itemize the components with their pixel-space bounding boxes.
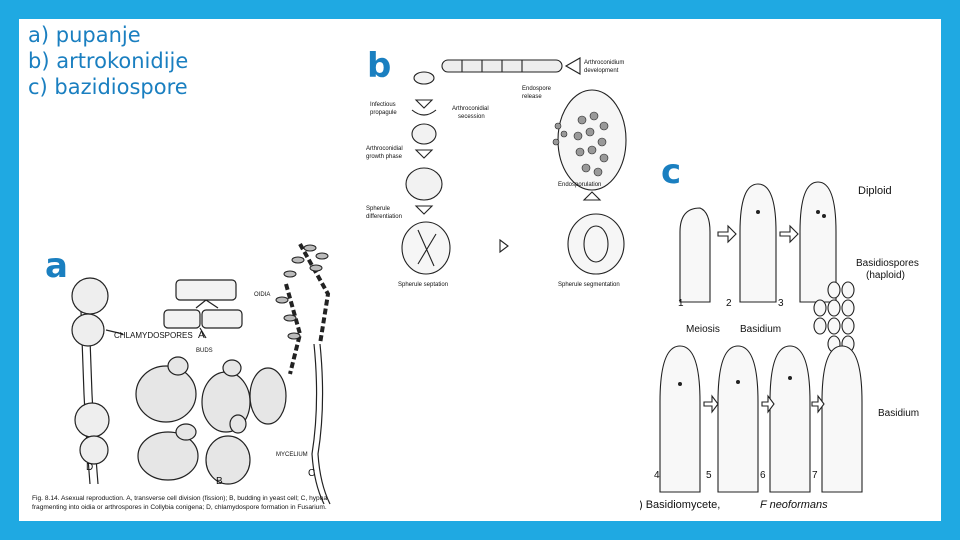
figure-a-caption-2: fragmenting into oidia or arthrospores i… (32, 504, 327, 511)
basidium-1 (680, 208, 710, 302)
arrow-development (566, 58, 580, 74)
arrow-middle (500, 240, 508, 252)
intro-list: a) pupanje b) artrokonidije c) bazidiosp… (28, 22, 188, 100)
spherule-endosporulation (558, 90, 626, 190)
intro-line-c: c) bazidiospore (28, 74, 188, 100)
label-spherule-septation: Spherule septation (398, 282, 448, 288)
figure-c-caption-prefix: (B) Basidiomycete, (640, 499, 720, 511)
basidium-7 (822, 346, 862, 492)
label-step-1: 1 (678, 298, 684, 309)
label-step-7: 7 (812, 470, 818, 481)
label-c: C (308, 468, 315, 479)
label-release: release (522, 94, 542, 100)
chlamydospore-3 (75, 403, 109, 437)
label-endosporulation: Endosporulation (558, 182, 601, 188)
chlamydospore-4 (80, 436, 108, 464)
label-infectious: Infectious (370, 102, 396, 108)
label-b: B (216, 476, 223, 487)
label-mycelium: MYCELIUM (276, 452, 308, 458)
basidium-2 (740, 184, 776, 302)
arthroconidium-1 (412, 124, 436, 144)
label-meiosis: Meiosis (686, 324, 720, 335)
label-diploid: Diploid (858, 185, 892, 197)
fission-cell-right (202, 310, 242, 328)
label-haploid: (haploid) (866, 270, 905, 281)
label-propagule: propagule (370, 110, 397, 116)
intro-line-b: b) artrokonidije (28, 48, 188, 74)
yeast-cell-5 (206, 436, 250, 484)
label-step-2: 2 (726, 298, 732, 309)
label-step-5: 5 (706, 470, 712, 481)
label-a: A (198, 330, 205, 341)
basidium-6 (770, 346, 810, 492)
label-spherule-segmentation: Spherule segmentation (558, 282, 620, 288)
label-basidium-top: Basidium (740, 324, 781, 335)
chlamydospore-1 (72, 278, 108, 314)
fission-cell-top (176, 280, 236, 300)
label-step-4: 4 (654, 470, 660, 481)
figure-c-basidiospores: Diploid Basidiospores (haploid) Meiosis … (640, 172, 940, 518)
label-arthroconidial-growth: Arthroconidial (366, 146, 403, 152)
label-basidiospores: Basidiospores (856, 258, 919, 269)
basidium-5 (718, 346, 758, 492)
label-arthroconidial-secession: Arthroconidial (452, 106, 489, 112)
label-step-3: 3 (778, 298, 784, 309)
intro-line-a: a) pupanje (28, 22, 188, 48)
label-buds: BUDS (196, 348, 213, 354)
yeast-cell-3 (250, 368, 286, 424)
label-step-6: 6 (760, 470, 766, 481)
label-secession: secession (458, 114, 485, 120)
label-growth-phase: growth phase (366, 154, 403, 160)
fission-cell-left (164, 310, 200, 328)
label-oidia: OIDIA (254, 292, 270, 298)
label-endospore: Endospore (522, 86, 552, 92)
arthroconidium-2 (406, 168, 442, 200)
label-spherule: Spherule (366, 206, 391, 212)
chlamydospore-2 (72, 314, 104, 346)
spherule-segmentation (568, 214, 624, 274)
yeast-cell-1 (136, 366, 196, 422)
label-arthroconidium: Arthroconidium (584, 60, 624, 66)
label-basidium-right: Basidium (878, 408, 919, 419)
label-d: D (86, 462, 93, 473)
label-differentiation: differentiation (366, 214, 402, 220)
figure-c-caption-species: F neoformans (760, 499, 828, 511)
label-development: development (584, 68, 619, 74)
figure-b-arthroconidia-cycle: Arthroconidium development Infectious pr… (352, 50, 642, 290)
label-chlamydospores: CHLAMYDOSPORES (114, 331, 193, 340)
figure-a-caption-1: Fig. 8.14. Asexual reproduction. A, tran… (32, 495, 327, 502)
basidium-4 (660, 346, 700, 492)
